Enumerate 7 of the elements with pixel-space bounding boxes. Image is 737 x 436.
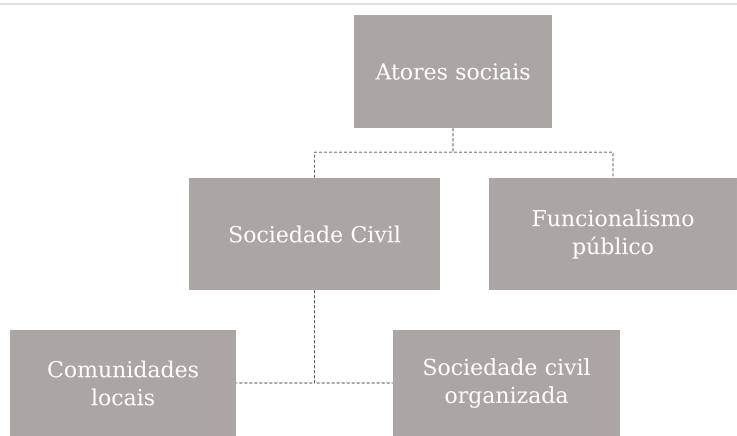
connector-line [452, 128, 614, 178]
category-box: Sociedade Civil [189, 178, 440, 290]
category-box: Atores sociais [354, 15, 552, 128]
category-box: Comunidades locais [10, 330, 236, 436]
connector-line [314, 290, 394, 384]
category-box: Sociedade civil organizada [393, 330, 620, 436]
category-box: Funcionalismo público [489, 178, 737, 290]
